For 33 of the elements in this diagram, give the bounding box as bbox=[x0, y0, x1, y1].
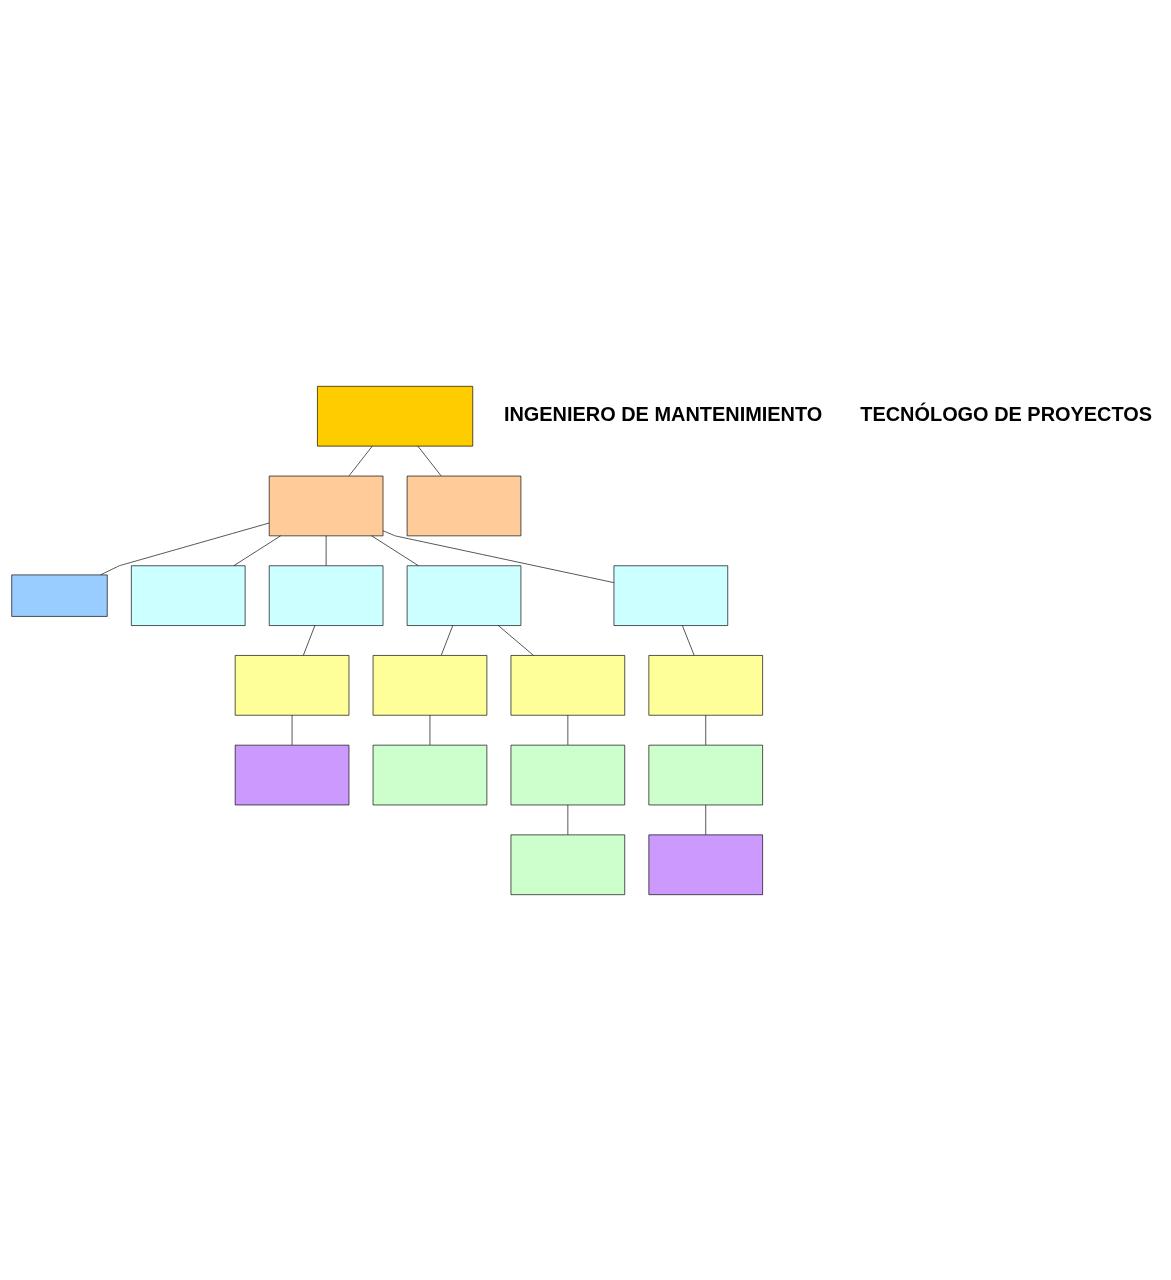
label: INGENIERO DE MANTENIMIENTO bbox=[503, 402, 823, 425]
node-box bbox=[510, 744, 626, 805]
node-box bbox=[406, 475, 522, 536]
node-box bbox=[648, 744, 763, 805]
connector bbox=[705, 714, 707, 745]
node-box bbox=[268, 475, 384, 536]
node-box bbox=[234, 654, 350, 716]
connector bbox=[233, 535, 281, 566]
connector bbox=[498, 624, 534, 655]
node-box bbox=[372, 744, 488, 805]
node-box bbox=[372, 654, 488, 716]
node-box bbox=[510, 834, 626, 895]
node-box bbox=[613, 564, 729, 626]
node-box bbox=[11, 574, 108, 617]
connector bbox=[348, 445, 373, 476]
connector bbox=[682, 624, 695, 655]
node-box bbox=[510, 654, 626, 716]
connector bbox=[441, 624, 454, 655]
node-box bbox=[131, 564, 246, 626]
connector bbox=[705, 804, 707, 835]
label: TECNÓLOGO DE PROYECTOS bbox=[860, 402, 1153, 425]
node-box bbox=[648, 654, 763, 716]
connector bbox=[382, 529, 615, 583]
node-box bbox=[317, 385, 474, 446]
connector bbox=[100, 522, 270, 575]
connector bbox=[303, 624, 316, 655]
connector bbox=[417, 445, 442, 476]
node-box bbox=[648, 834, 763, 895]
node-box bbox=[234, 744, 350, 805]
connector bbox=[371, 535, 419, 566]
node-box bbox=[268, 564, 384, 626]
node-box bbox=[406, 564, 522, 626]
connector bbox=[567, 714, 569, 745]
